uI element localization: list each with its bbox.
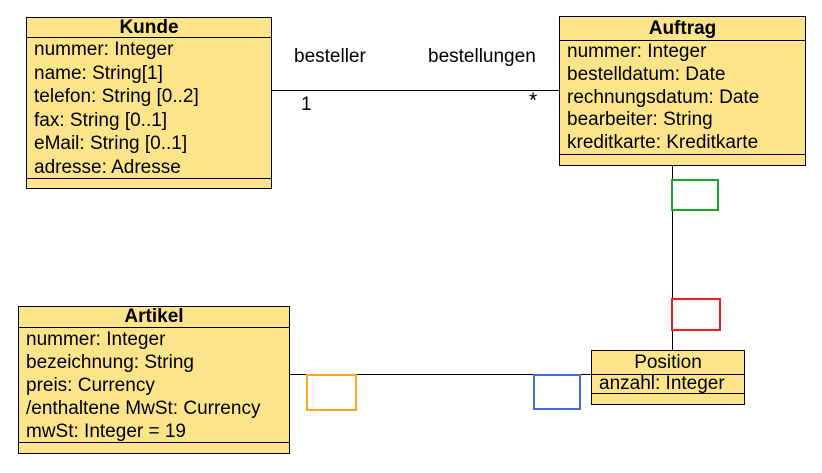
class-operations-empty bbox=[27, 179, 271, 187]
class-attribute: kreditkarte: Kreditkarte bbox=[567, 132, 759, 154]
class-attributes-position: anzahl: Integer bbox=[592, 375, 744, 394]
association-marker-green bbox=[671, 179, 719, 211]
role-label-besteller: besteller bbox=[294, 46, 366, 67]
class-title-kunde: Kunde bbox=[27, 17, 271, 38]
class-attribute: fax: String [0..1] bbox=[34, 109, 168, 131]
class-box-auftrag: Auftrag nummer: Integer bestelldatum: Da… bbox=[559, 16, 806, 166]
association-marker-red bbox=[671, 298, 721, 331]
class-title-position: Position bbox=[592, 351, 744, 375]
association-marker-orange bbox=[306, 374, 357, 411]
association-line-kunde-auftrag bbox=[272, 90, 559, 91]
class-attribute: nummer: Integer bbox=[567, 41, 707, 62]
role-label-bestellungen: bestellungen bbox=[428, 46, 536, 67]
multiplicity-label-many: * bbox=[529, 89, 538, 112]
class-attribute: telefon: String [0..2] bbox=[34, 86, 199, 107]
class-box-kunde: Kunde nummer: Integer name: String[1] te… bbox=[26, 17, 272, 189]
class-attributes-artikel: nummer: Integer bezeichnung: String prei… bbox=[19, 328, 289, 443]
class-attribute: rechnungsdatum: Date bbox=[567, 86, 760, 108]
class-attribute: name: String[1] bbox=[34, 62, 163, 84]
class-attribute: bezeichnung: String bbox=[26, 352, 194, 373]
class-attribute: eMail: String [0..1] bbox=[34, 133, 188, 154]
association-marker-blue bbox=[533, 374, 581, 410]
class-attribute: bestelldatum: Date bbox=[567, 63, 726, 85]
class-title-auftrag: Auftrag bbox=[560, 17, 805, 41]
class-box-artikel: Artikel nummer: Integer bezeichnung: Str… bbox=[18, 306, 290, 454]
class-operations-empty bbox=[560, 155, 805, 164]
association-line-auftrag-position bbox=[672, 165, 673, 350]
association-line-artikel-position bbox=[290, 374, 591, 375]
class-attribute: bearbeiter: String bbox=[567, 109, 713, 131]
class-attributes-auftrag: nummer: Integer bestelldatum: Date rechn… bbox=[560, 41, 805, 155]
class-attribute: nummer: Integer bbox=[26, 329, 166, 350]
class-title-artikel: Artikel bbox=[19, 306, 289, 328]
class-box-position: Position anzahl: Integer bbox=[591, 350, 745, 405]
class-attributes-kunde: nummer: Integer name: String[1] telefon:… bbox=[27, 38, 271, 179]
class-operations-empty bbox=[19, 443, 289, 452]
class-operations-empty bbox=[592, 394, 744, 403]
class-attribute: /enthaltene MwSt: Currency bbox=[26, 398, 261, 419]
class-attribute: mwSt: Integer = 19 bbox=[26, 421, 186, 442]
multiplicity-label-one: 1 bbox=[301, 94, 312, 115]
class-attribute: adresse: Adresse bbox=[34, 156, 181, 178]
class-attribute: anzahl: Integer bbox=[599, 375, 725, 394]
class-attribute: preis: Currency bbox=[26, 375, 155, 396]
class-attribute: nummer: Integer bbox=[34, 39, 174, 60]
